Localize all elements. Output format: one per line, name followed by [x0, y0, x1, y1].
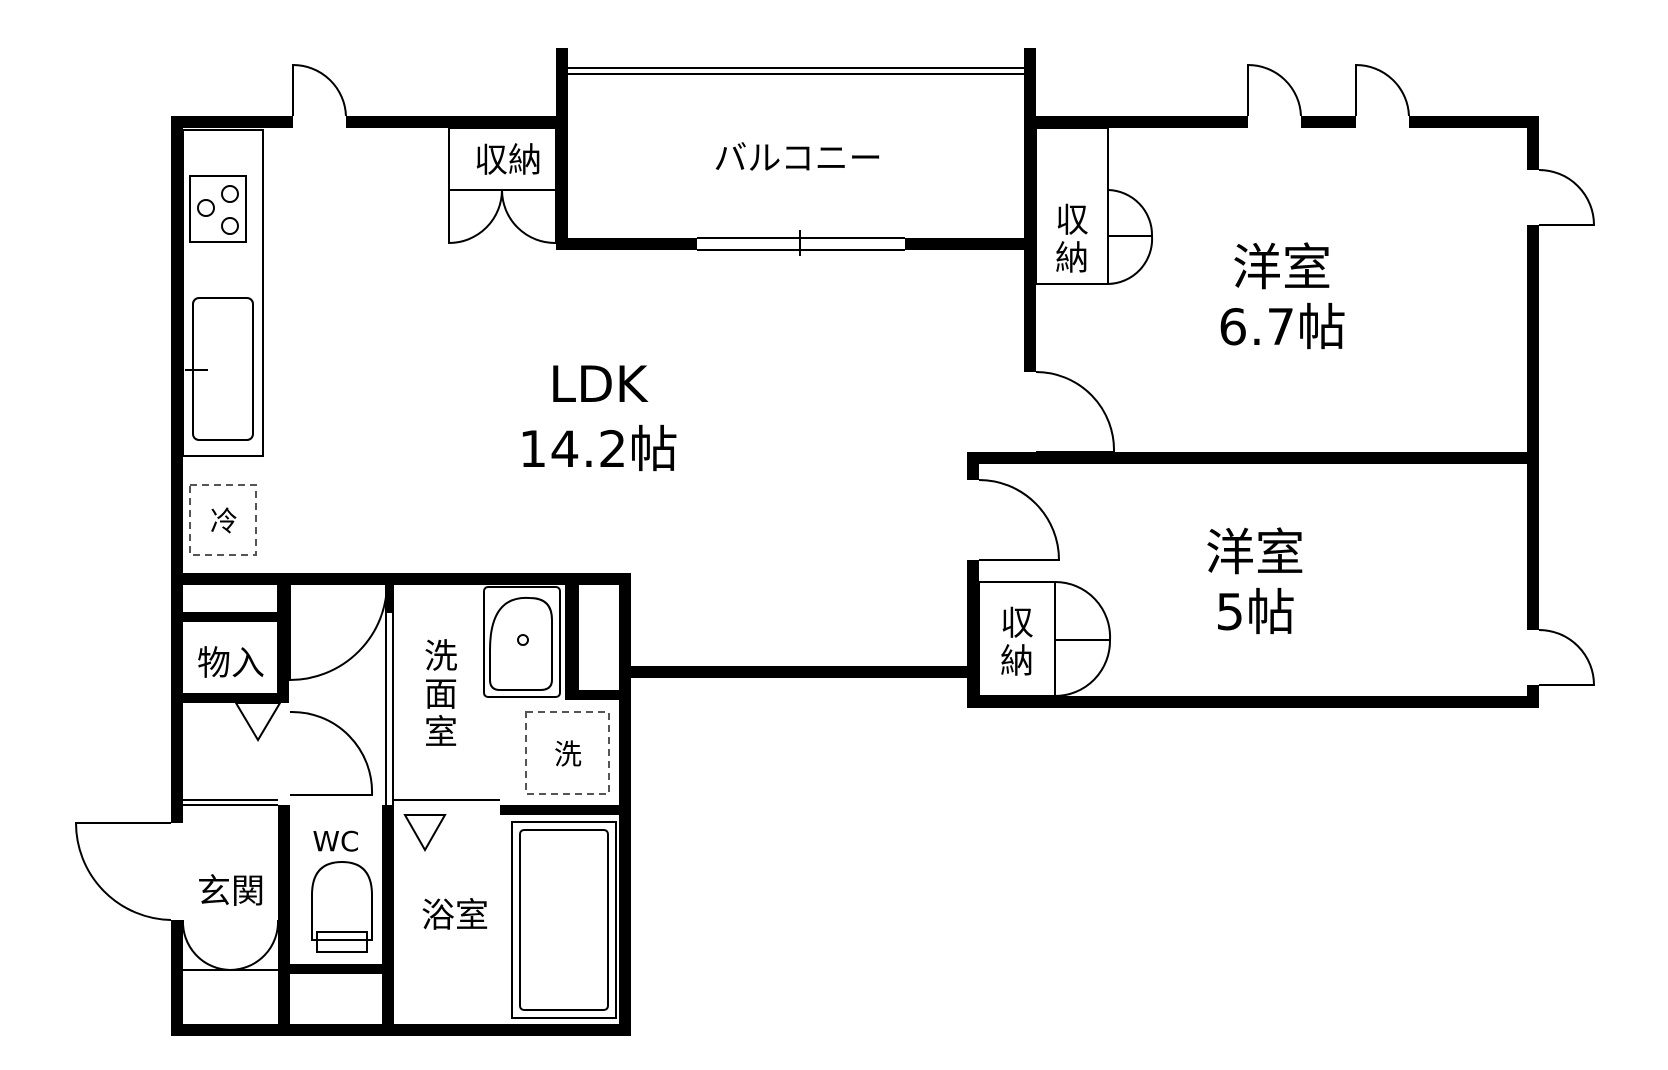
- western2-name: 洋室: [1205, 524, 1305, 582]
- washroom-label-2: 面: [424, 675, 458, 715]
- western2-storage-label-1: 収: [1000, 604, 1034, 644]
- western1-name: 洋室: [1232, 239, 1332, 297]
- balcony-label: バルコニー: [713, 139, 882, 179]
- fixtures: [74, 63, 1596, 1019]
- western2-size: 5帖: [1214, 584, 1296, 642]
- ldk-size: 14.2帖: [517, 421, 678, 479]
- western1-size: 6.7帖: [1217, 299, 1347, 357]
- washroom-label-1: 洗: [424, 637, 458, 677]
- western1-storage-label-1: 収: [1055, 201, 1089, 241]
- fridge-label: 冷: [210, 505, 238, 538]
- western1-storage-label-2: 納: [1055, 239, 1089, 279]
- washroom-label-3: 室: [424, 713, 458, 753]
- openings: [165, 110, 1545, 920]
- entrance-label: 玄関: [197, 872, 265, 912]
- western2-storage-label-2: 納: [1000, 642, 1034, 682]
- wc-label: WC: [312, 825, 359, 858]
- room-labels: LDK 14.2帖 洋室 6.7帖 洋室 5帖 バルコニー 収納 収 納 収 納…: [197, 139, 1347, 936]
- ldk-name: LDK: [548, 356, 648, 414]
- washer-label: 洗: [554, 738, 582, 771]
- bath-label: 浴室: [421, 896, 489, 936]
- ldk-storage-label: 収納: [474, 141, 542, 181]
- closet-label: 物入: [197, 644, 265, 684]
- walls: [171, 48, 1539, 1036]
